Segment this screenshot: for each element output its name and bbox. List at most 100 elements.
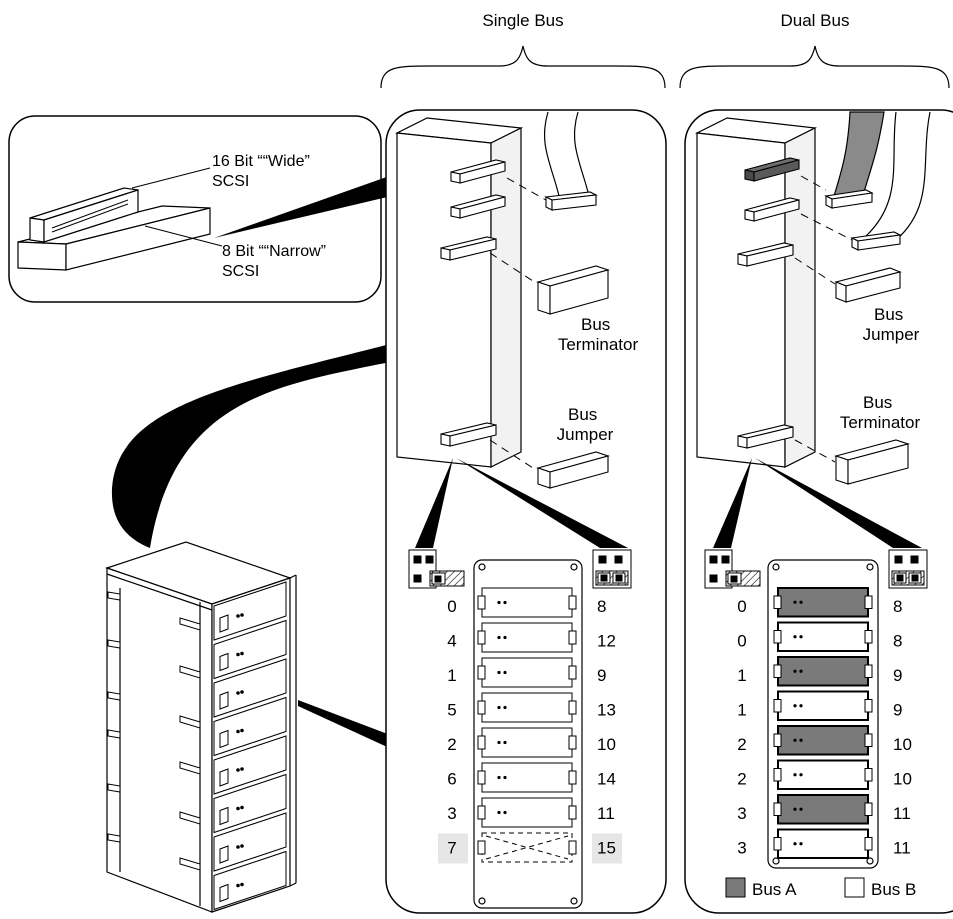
wide-leader-line [131, 167, 211, 189]
single-switch-wedge-left [415, 458, 453, 548]
scsi-id-label: 8 [893, 632, 902, 651]
scsi-id-label: 1 [737, 666, 746, 685]
drive-slot [773, 587, 873, 618]
dual-right-id-column: 8 8 9 9 10 10 11 11 [893, 597, 912, 858]
wide-connector-drawing [29, 187, 139, 243]
dual-bus-jumper-block [834, 267, 902, 303]
single-switch-wedge-right [456, 458, 628, 548]
drive-slot [477, 797, 577, 828]
single-left-id-column: 0 4 1 5 2 6 3 7 [438, 597, 468, 864]
scsi-id-label: 2 [737, 735, 746, 754]
cabinet-drive-bay [213, 696, 287, 757]
scsi-id-label: 0 [447, 597, 456, 616]
bus-legend: Bus A Bus B [725, 877, 916, 899]
dual-bus-panel: Bus Jumper Bus Terminator 0 [684, 109, 953, 914]
cabinet-drive-bay [213, 773, 287, 834]
scsi-id-label: 12 [597, 632, 616, 651]
scsi-id-label: 11 [597, 804, 615, 823]
dual-switch-right [888, 549, 928, 589]
dual-switch-left [704, 549, 761, 589]
single-bus-jumper-block [536, 451, 610, 489]
scsi-id-label: 14 [597, 770, 616, 789]
cabinet-drive-bay [213, 619, 287, 680]
narrow-leader-line [144, 225, 223, 247]
single-switch-left [408, 549, 465, 589]
scsi-id-label: 11 [893, 839, 911, 858]
cabinet-drive-bay [213, 850, 287, 911]
dual-bus-terminator-block [834, 439, 910, 485]
drive-slot [773, 621, 873, 652]
scsi-id-label: 0 [737, 632, 746, 651]
cabinet-left-side [106, 567, 213, 913]
storage-cabinet [105, 541, 297, 913]
single-dashed-guides [489, 177, 547, 471]
scsi-id-label: 10 [597, 735, 616, 754]
drive-slot [477, 762, 577, 793]
cabinet-drive-bay [213, 658, 287, 718]
scsi-id-label: 5 [447, 701, 456, 720]
scsi-id-label: 3 [447, 804, 456, 823]
bus-a-label: Bus A [752, 880, 797, 899]
scsi-id-label: 2 [447, 735, 456, 754]
single-jumper-label: Bus Jumper [557, 405, 614, 444]
scsi-id-label: 8 [597, 597, 606, 616]
single-right-id-column: 8 12 9 13 10 14 11 15 [592, 597, 622, 864]
single-ribbon-cable [544, 111, 591, 201]
cabinet-side-hinges [107, 591, 201, 871]
dual-switch-wedge-left [713, 458, 752, 548]
scsi-id-label: 7 [447, 839, 456, 858]
scsi-id-label: 9 [597, 666, 606, 685]
cabinet-drive-bay [213, 735, 287, 795]
callout-pointer-wedge [214, 174, 400, 238]
scsi-id-label: 10 [893, 770, 912, 789]
dual-bus-brace [679, 45, 950, 89]
single-drive-slots [477, 587, 577, 863]
single-bus-header: Single Bus [482, 11, 563, 30]
connector-callout: 16 Bit ““Wide” SCSI 8 Bit ““Narrow” SCSI [8, 115, 382, 303]
dual-connectors [737, 157, 902, 449]
single-bus-panel: Bus Terminator Bus Jumper [385, 109, 667, 914]
narrow-scsi-label: 8 Bit ““Narrow” SCSI [222, 243, 330, 280]
cabinet-pointer-wedge [298, 700, 398, 752]
scsi-id-label: 13 [597, 701, 616, 720]
drive-slot [773, 828, 873, 859]
drive-slot [773, 794, 873, 825]
dual-white-cable [865, 111, 931, 241]
bus-a-swatch [725, 877, 746, 898]
drive-slot [773, 759, 873, 790]
dual-jumper-label: Bus Jumper [863, 305, 920, 344]
drive-slot [773, 656, 873, 687]
cabinet-drive-bays [213, 581, 287, 911]
single-terminator-label: Bus Terminator [558, 315, 639, 354]
scsi-id-label: 2 [737, 770, 746, 789]
scsi-id-label: 6 [447, 770, 456, 789]
scsi-id-label: 9 [893, 701, 902, 720]
single-bus-terminator-block [536, 265, 610, 315]
drive-slot [477, 587, 577, 618]
scsi-id-label: 10 [893, 735, 912, 754]
dual-terminator-label: Bus Terminator [840, 393, 921, 432]
backplane-pointer-wedge [111, 342, 400, 548]
single-bus-brace [380, 45, 666, 89]
single-connectors [440, 159, 598, 447]
scsi-id-label: 3 [737, 804, 746, 823]
cabinet-drive-bay [213, 812, 287, 872]
scsi-id-label: 9 [893, 666, 902, 685]
bus-b-swatch [844, 877, 865, 898]
drive-slot [477, 657, 577, 688]
scsi-id-label: 15 [597, 839, 616, 858]
dual-dashed-guides [794, 175, 853, 463]
scsi-id-label: 8 [893, 597, 902, 616]
drive-slot [773, 690, 873, 721]
cabinet-drive-bay [213, 581, 287, 641]
scsi-id-label: 4 [447, 632, 456, 651]
wide-scsi-label: 16 Bit ““Wide” SCSI [212, 153, 314, 190]
empty-slot-highlight [438, 833, 468, 864]
drive-slot [477, 622, 577, 653]
scsi-id-label: 1 [447, 666, 456, 685]
drive-slot [477, 832, 577, 863]
bus-b-label: Bus B [871, 880, 916, 899]
scsi-id-label: 11 [893, 804, 911, 823]
